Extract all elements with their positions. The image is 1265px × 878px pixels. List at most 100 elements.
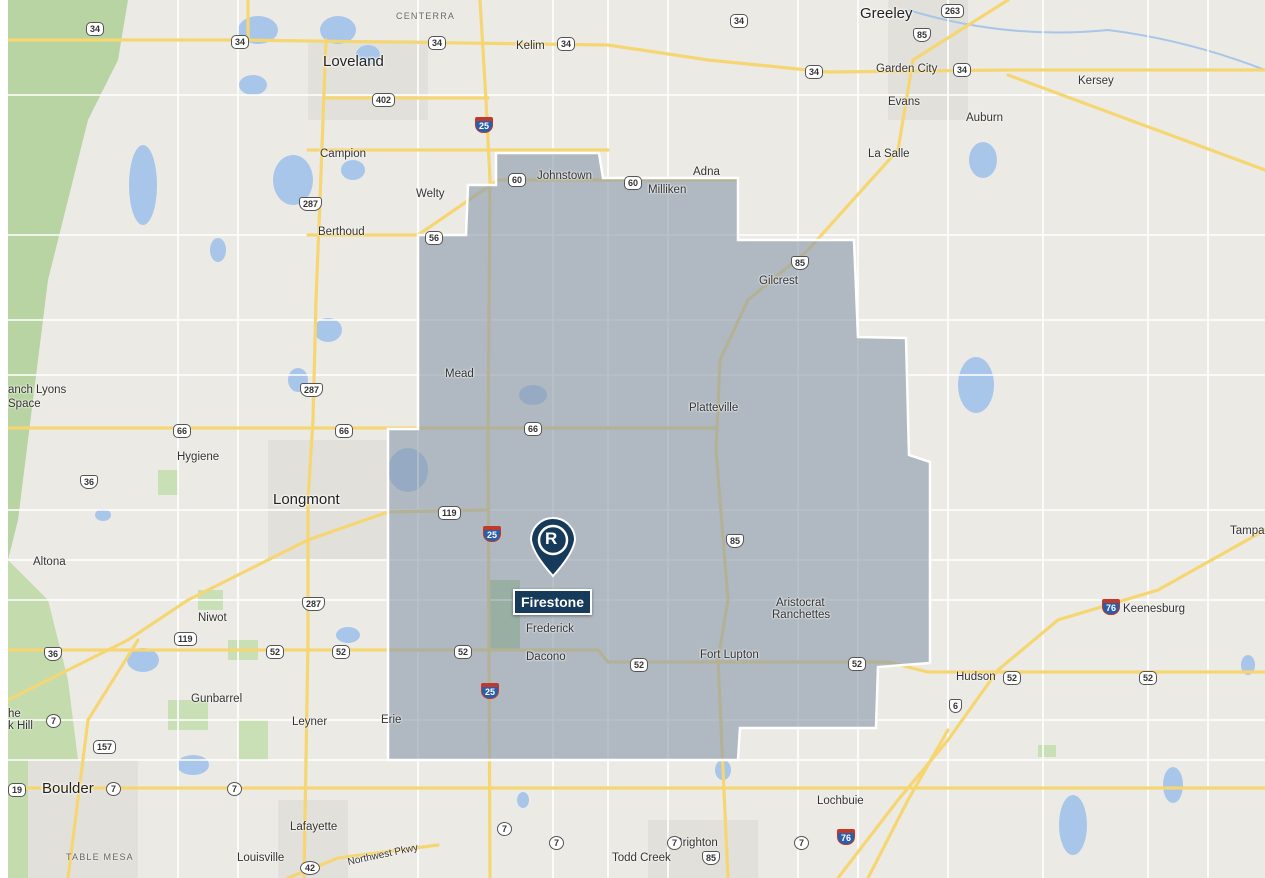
shield-7: 7	[667, 836, 683, 850]
i76-line	[836, 528, 1265, 878]
shield-7: 7	[46, 714, 62, 728]
place-space: Space	[8, 398, 41, 410]
shield-119: 119	[174, 632, 197, 646]
place-lafayette: Lafayette	[290, 821, 338, 833]
shield-56: 56	[425, 231, 444, 245]
shield-42: 42	[300, 861, 321, 875]
place-mead: Mead	[445, 368, 474, 380]
shield-287: 287	[302, 597, 326, 611]
place-fort-lupton: Fort Lupton	[700, 649, 759, 661]
shield-6: 6	[949, 699, 963, 713]
shield-i25: 25	[481, 683, 500, 699]
shield-85: 85	[913, 28, 932, 42]
place-gilcrest: Gilcrest	[759, 275, 798, 287]
shield-52: 52	[1139, 671, 1158, 685]
place-welty: Welty	[416, 188, 445, 200]
shield-52: 52	[630, 658, 649, 672]
place-he: he	[8, 708, 21, 720]
place-garden-city: Garden City	[876, 63, 938, 75]
kersey-road	[1006, 73, 1265, 172]
shield-66: 66	[524, 422, 543, 436]
shield-7: 7	[497, 822, 513, 836]
shield-i76: 76	[1102, 599, 1121, 615]
shield-263: 263	[941, 4, 965, 18]
shield-52: 52	[848, 657, 867, 671]
shield-34: 34	[557, 37, 576, 51]
shield-157: 157	[93, 740, 117, 754]
shield-34: 34	[805, 65, 824, 79]
letter-r-pin-icon[interactable]	[529, 517, 577, 578]
place-altona: Altona	[33, 556, 66, 568]
place-kersey: Kersey	[1078, 75, 1114, 87]
place-lochbuie: Lochbuie	[817, 795, 864, 807]
shield-287: 287	[300, 383, 324, 397]
shield-85: 85	[726, 534, 745, 548]
shield-7: 7	[549, 836, 565, 850]
place-campion: Campion	[320, 148, 367, 160]
place-berthoud: Berthoud	[318, 226, 365, 238]
mountain-foothills	[8, 0, 128, 560]
place-lyons: Lyons	[36, 384, 67, 396]
place-anch: anch	[8, 384, 33, 396]
water-layer	[95, 9, 1265, 855]
place-keenesburg: Keenesburg	[1123, 603, 1186, 615]
shield-60: 60	[508, 173, 527, 187]
shield-85: 85	[702, 851, 721, 865]
place-gunbarrel: Gunbarrel	[191, 693, 243, 705]
shield-34: 34	[730, 14, 749, 28]
place-louisville: Louisville	[237, 852, 285, 864]
shield-34: 34	[86, 22, 105, 36]
shield-i25: 25	[475, 117, 494, 133]
shield-119: 119	[438, 506, 461, 520]
place-leyner: Leyner	[292, 716, 328, 728]
shield-i25: 25	[483, 526, 502, 542]
place-brighton: Brighton	[675, 837, 718, 849]
place-erie: Erie	[381, 714, 402, 726]
urban-layer	[28, 0, 968, 878]
park-g	[1038, 745, 1056, 757]
shield-52: 52	[266, 645, 285, 659]
place-longmont: Longmont	[273, 491, 340, 508]
place-dacono: Dacono	[526, 651, 566, 663]
shield-36: 36	[80, 475, 99, 489]
place-table-mesa: TABLE MESA	[66, 852, 134, 862]
shield-66: 66	[173, 424, 192, 438]
shield-34: 34	[953, 63, 972, 77]
place-ranchettes: Ranchettes	[772, 609, 831, 621]
place-todd-creek: Todd Creek	[612, 852, 671, 864]
place-greeley: Greeley	[860, 5, 913, 22]
map-view[interactable]: R Firestone Loveland Greeley CENTERRA Ke…	[8, 0, 1265, 878]
place-loveland: Loveland	[323, 53, 384, 70]
park-e	[238, 720, 268, 760]
place-milliken: Milliken	[648, 184, 687, 196]
place-la-salle: La Salle	[868, 148, 910, 160]
place-hygiene: Hygiene	[177, 451, 220, 463]
shield-287: 287	[299, 197, 323, 211]
map-base-layer	[8, 0, 1265, 878]
shield-7: 7	[794, 836, 810, 850]
marker-glyph: R	[545, 529, 558, 548]
place-aristocrat: Aristocrat	[776, 597, 825, 609]
shield-52: 52	[1003, 671, 1022, 685]
place-k-hill: k Hill	[8, 720, 33, 732]
place-adna: Adna	[693, 166, 720, 178]
place-frederick: Frederick	[526, 623, 574, 635]
shield-34: 34	[231, 35, 250, 49]
place-auburn: Auburn	[966, 112, 1004, 124]
firestone-label[interactable]: Firestone	[513, 589, 593, 615]
place-evans: Evans	[888, 96, 920, 108]
shield-402: 402	[372, 93, 396, 107]
shield-52: 52	[454, 645, 473, 659]
hwy6-line	[866, 728, 950, 878]
shield-7: 7	[227, 782, 243, 796]
park-d	[168, 700, 208, 730]
shield-60: 60	[624, 176, 643, 190]
shield-66: 66	[335, 424, 354, 438]
park-a	[158, 470, 178, 495]
place-niwot: Niwot	[198, 612, 227, 624]
boulder-road	[66, 638, 140, 878]
place-hudson: Hudson	[956, 671, 996, 683]
place-platteville: Platteville	[689, 402, 739, 414]
shield-i76: 76	[837, 829, 856, 845]
place-kelim: Kelim	[516, 40, 545, 52]
